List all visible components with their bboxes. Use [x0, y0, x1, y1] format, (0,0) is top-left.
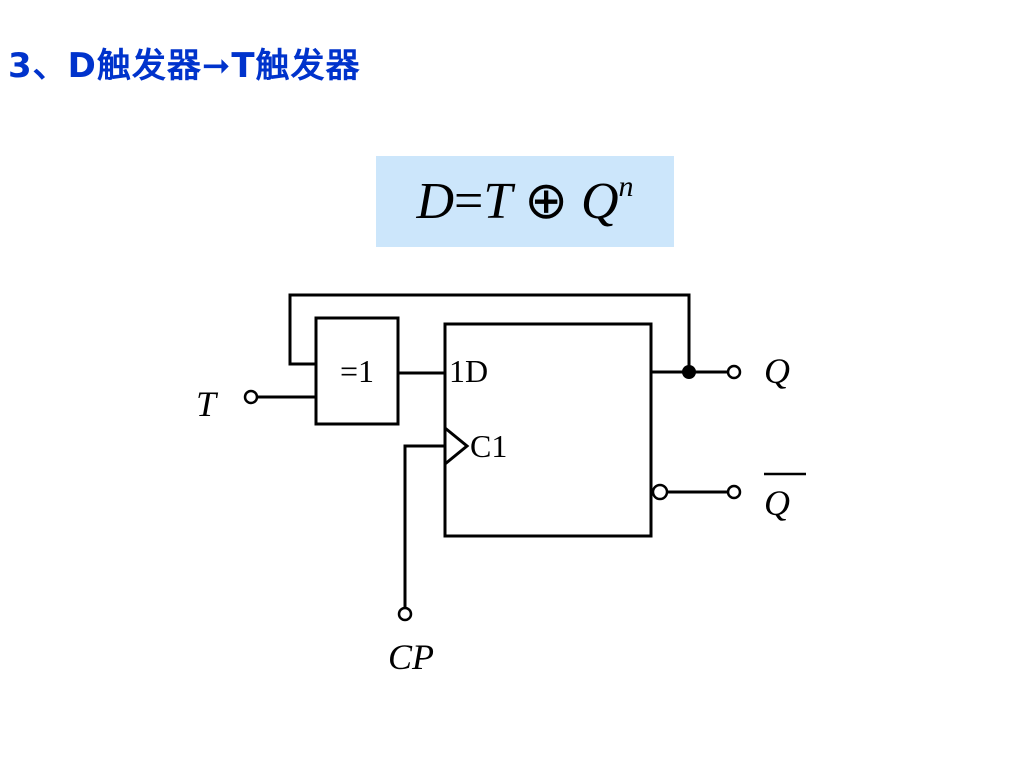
page-title: 3、D触发器➞T触发器 — [8, 46, 361, 86]
inversion-bubble — [651, 483, 669, 501]
formula-equals: = — [454, 173, 484, 230]
xor-label: =1 — [340, 353, 374, 389]
t-input-terminal — [243, 389, 259, 405]
characteristic-equation: D=T ⊕ Qn — [376, 156, 674, 247]
clock-edge-triangle — [444, 426, 470, 466]
q-output-label: Q — [764, 351, 790, 391]
formula-superscript-n: n — [618, 170, 634, 203]
t-input-label: T — [196, 384, 219, 424]
formula-q: Q — [580, 173, 619, 230]
formula-d: D — [416, 173, 455, 230]
qbar-output-label: Q — [764, 483, 790, 523]
xor-gate — [314, 316, 400, 426]
feedback-wire — [288, 293, 691, 372]
formula-xor-operator: ⊕ — [524, 173, 568, 230]
d-input-label: 1D — [449, 353, 488, 389]
d-flip-flop — [443, 322, 653, 538]
cp-input-terminal — [397, 606, 413, 622]
formula-t: T — [483, 173, 512, 230]
qbar-output-terminal — [726, 484, 742, 500]
clock-wire — [403, 444, 445, 607]
junction-dot — [682, 365, 696, 379]
clock-input-label: C1 — [470, 428, 507, 464]
cp-input-label: CP — [388, 637, 434, 677]
q-output-terminal — [726, 364, 742, 380]
